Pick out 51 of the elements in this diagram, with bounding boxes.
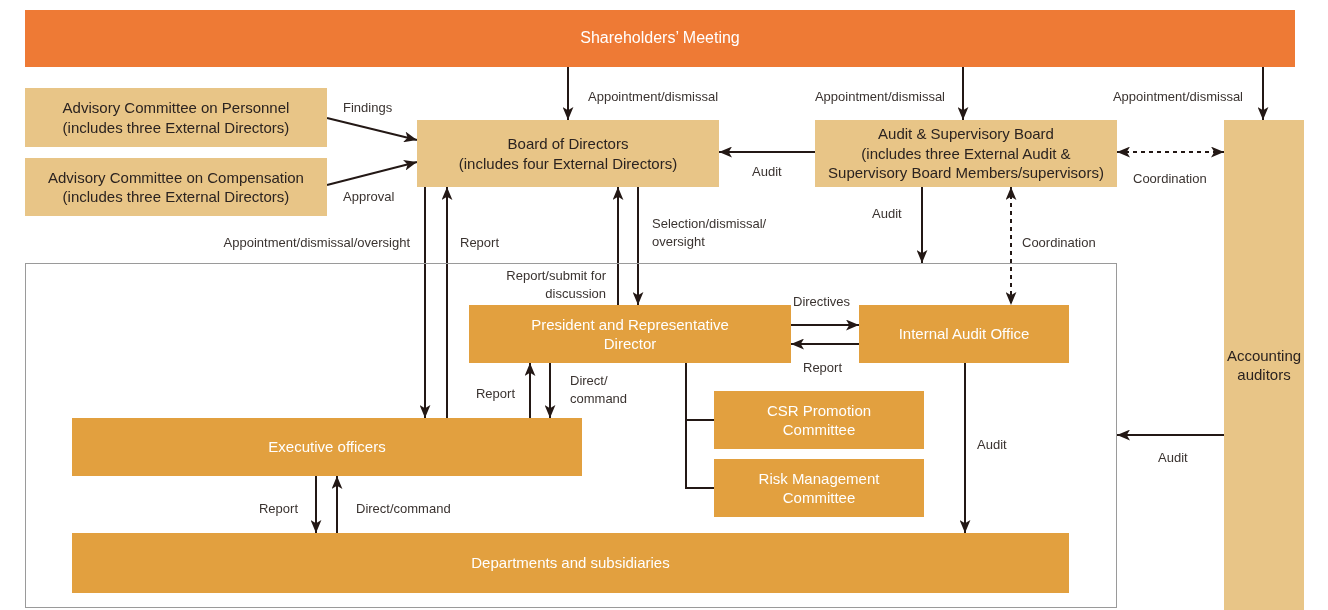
double-arrow	[1005, 186, 1017, 306]
arrow	[612, 186, 624, 306]
process-box	[72, 533, 1069, 593]
node-label: Internal Audit Office	[898, 324, 1030, 344]
arrow	[524, 362, 536, 419]
committee-box	[25, 158, 327, 216]
node-label: (includes three External Directors)	[62, 117, 290, 137]
node-label: Board of Directors	[507, 134, 629, 154]
node-label: Advisory Committee on Compensation	[48, 167, 304, 187]
connector-line	[685, 362, 715, 489]
arrow	[916, 186, 928, 264]
node-label: Audit & Supervisory Board	[878, 124, 1054, 144]
process-box	[72, 418, 582, 476]
node-label: CSR Promotion Committee	[765, 400, 873, 440]
node-label: (includes three External Audit & Supervisory Board Members/supervisors)	[827, 143, 1105, 183]
process-box	[859, 305, 1069, 363]
node-label: (includes three External Directors)	[62, 187, 290, 207]
committee-box	[815, 120, 1117, 187]
arrow	[959, 362, 971, 534]
arrow	[1257, 66, 1269, 121]
arrow	[544, 362, 556, 419]
process-box	[714, 459, 924, 517]
arrow	[1116, 429, 1225, 441]
arrow	[790, 319, 860, 331]
node-label: Advisory Committee on Personnel	[62, 98, 290, 118]
node-label: President and Representative Director	[530, 314, 730, 354]
arrow	[419, 186, 431, 419]
arrow	[326, 159, 418, 186]
process-box	[469, 305, 791, 363]
node-label: Executive officers	[268, 437, 386, 457]
double-arrow	[1116, 146, 1225, 158]
column-bar	[1224, 120, 1304, 610]
committee-box	[417, 120, 719, 187]
arrow	[441, 186, 453, 419]
arrow	[957, 66, 969, 121]
process-box	[714, 391, 924, 449]
banner-bar	[25, 10, 1295, 67]
committee-box	[25, 88, 327, 147]
node-label: Shareholders’ Meeting	[580, 28, 740, 49]
arrow	[310, 475, 322, 534]
arrow	[790, 338, 860, 350]
arrow	[326, 117, 418, 143]
node-label: Departments and subsidiaries	[471, 553, 670, 573]
arrow	[632, 186, 644, 306]
node-label: (includes four External Directors)	[458, 153, 678, 173]
arrow	[331, 475, 343, 534]
arrow	[562, 66, 574, 121]
arrow	[718, 146, 816, 158]
node-label: Risk Management Committee	[757, 468, 881, 508]
group-frame	[25, 263, 1117, 608]
node-label: Accounting auditors	[1226, 345, 1302, 385]
